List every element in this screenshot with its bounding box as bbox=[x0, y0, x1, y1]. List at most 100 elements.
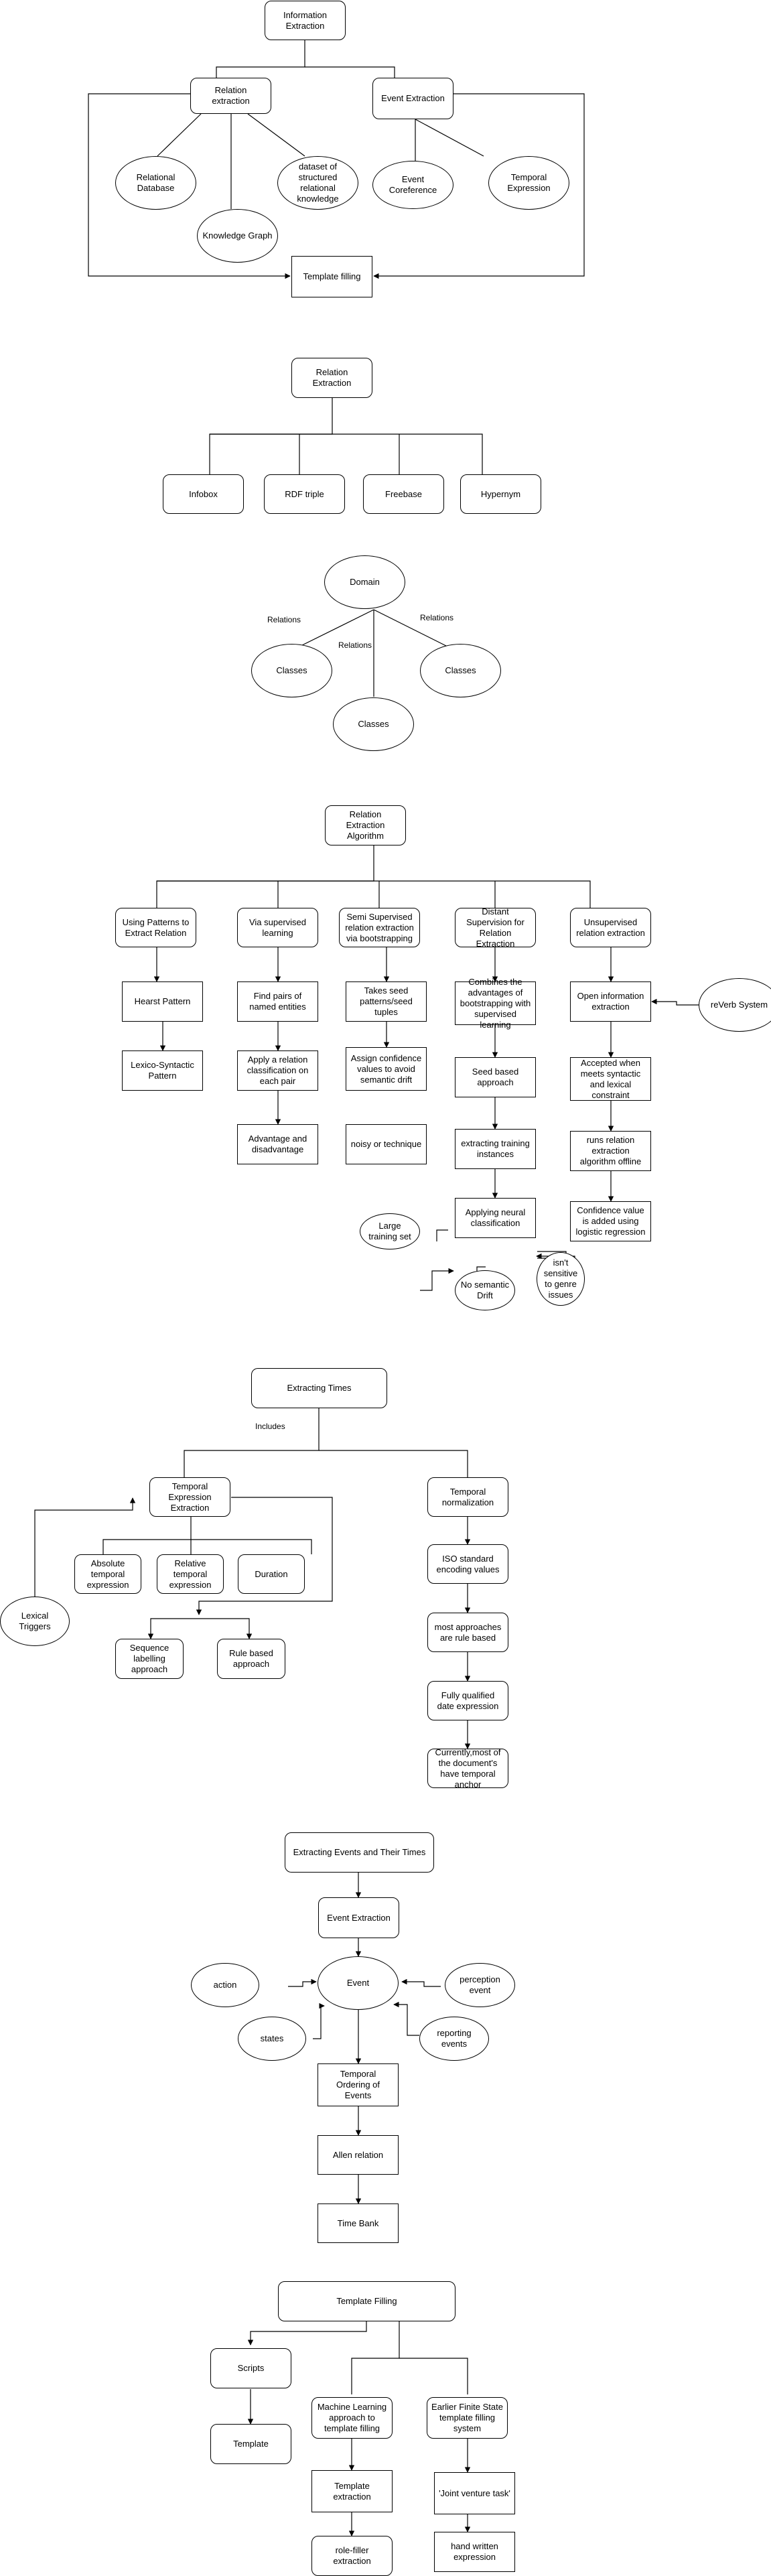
node-ml-approach[interactable]: Machine Learning approach to template fi… bbox=[311, 2397, 393, 2439]
edge-label-includes: Includes bbox=[255, 1422, 285, 1431]
node-extracting-events[interactable]: Extracting Events and Their Times bbox=[285, 1832, 434, 1873]
node-classes-right[interactable]: Classes bbox=[420, 644, 501, 697]
connector bbox=[305, 66, 395, 78]
node-extracting-times[interactable]: Extracting Times bbox=[251, 1368, 387, 1408]
connector bbox=[156, 845, 374, 908]
node-relation-extraction[interactable]: Relation extraction bbox=[190, 78, 271, 114]
node-supervised[interactable]: Via supervised learning bbox=[237, 908, 318, 947]
node-seed-based[interactable]: Seed based approach bbox=[455, 1057, 536, 1097]
node-sequence-labelling[interactable]: Sequence labelling approach bbox=[115, 1639, 184, 1679]
node-absolute-temporal[interactable]: Absolute temporal expression bbox=[74, 1554, 141, 1594]
node-knowledge-graph[interactable]: Knowledge Graph bbox=[197, 209, 278, 263]
node-temporal-expression-extraction[interactable]: Temporal Expression Extraction bbox=[149, 1477, 230, 1517]
node-temporal-expression[interactable]: Temporal Expression bbox=[488, 156, 569, 210]
node-iso-standard[interactable]: ISO standard encoding values bbox=[427, 1544, 508, 1584]
connector bbox=[88, 93, 291, 279]
connector bbox=[199, 1618, 253, 1639]
node-reverb-system[interactable]: reVerb System bbox=[699, 978, 771, 1032]
node-hearst-pattern[interactable]: Hearst Pattern bbox=[122, 981, 203, 1022]
node-find-pairs[interactable]: Find pairs of named entities bbox=[237, 981, 318, 1022]
edge-label-relations-right: Relations bbox=[420, 613, 454, 622]
node-open-ie[interactable]: Open information extraction bbox=[570, 981, 651, 1022]
node-rdf-triple[interactable]: RDF triple bbox=[264, 474, 345, 514]
node-advantage[interactable]: Advantage and disadvantage bbox=[237, 1124, 318, 1164]
connector bbox=[399, 2358, 468, 2394]
node-combines[interactable]: Combines the advantages of bootstrapping… bbox=[455, 977, 536, 1030]
node-domain[interactable]: Domain bbox=[324, 555, 405, 609]
node-temporal-normalization[interactable]: Temporal normalization bbox=[427, 1477, 508, 1517]
node-confidence-values[interactable]: Assign confidence values to avoid semant… bbox=[346, 1047, 427, 1091]
connector bbox=[297, 609, 374, 648]
connector bbox=[393, 2001, 419, 2036]
connector bbox=[209, 398, 333, 474]
node-allen-relation[interactable]: Allen relation bbox=[318, 2135, 399, 2175]
node-large-training[interactable]: Large training set bbox=[360, 1213, 420, 1249]
connector bbox=[147, 1618, 199, 1639]
node-event-extraction-2[interactable]: Event Extraction bbox=[318, 1897, 399, 1938]
connector bbox=[247, 2321, 367, 2346]
connector bbox=[184, 1408, 320, 1477]
connector bbox=[351, 2321, 400, 2394]
node-runs-offline[interactable]: runs relation extraction algorithm offli… bbox=[570, 1131, 651, 1171]
connector bbox=[157, 880, 591, 908]
node-no-drift[interactable]: No semantic Drift bbox=[455, 1270, 515, 1310]
node-relative-temporal[interactable]: Relative temporal expression bbox=[157, 1554, 224, 1594]
node-reporting-events[interactable]: reporting events bbox=[419, 2017, 489, 2061]
node-structured-dataset[interactable]: dataset of structured relational knowled… bbox=[277, 156, 358, 210]
node-most-rule-based[interactable]: most approaches are rule based bbox=[427, 1613, 508, 1652]
node-relation-extraction-algorithm[interactable]: Relation Extraction Algorithm bbox=[325, 805, 406, 845]
node-role-filler[interactable]: role-filler extraction bbox=[311, 2536, 393, 2576]
node-event[interactable]: Event bbox=[318, 1956, 399, 2010]
node-information-extraction[interactable]: Information Extraction bbox=[265, 1, 346, 40]
node-temporal-anchor[interactable]: Currently,most of the document's have te… bbox=[427, 1747, 508, 1789]
node-finite-state[interactable]: Earlier Finite State template filling sy… bbox=[427, 2397, 508, 2439]
node-action[interactable]: action bbox=[191, 1963, 259, 2007]
node-genre[interactable]: isn't sensitive to genre issues bbox=[537, 1252, 585, 1306]
node-template-filling-2[interactable]: Template Filling bbox=[278, 2281, 455, 2321]
node-lexico-syntactic[interactable]: Lexico-Syntactic Pattern bbox=[122, 1050, 203, 1091]
connector bbox=[373, 93, 585, 279]
node-classes-bottom[interactable]: Classes bbox=[333, 697, 414, 751]
node-time-bank[interactable]: Time Bank bbox=[318, 2204, 399, 2243]
node-template[interactable]: Template bbox=[210, 2424, 291, 2464]
edge-label-relations-left: Relations bbox=[267, 615, 301, 624]
node-template-filling[interactable]: Template filling bbox=[291, 256, 372, 297]
connector bbox=[415, 119, 484, 157]
node-joint-venture[interactable]: 'Joint venture task' bbox=[434, 2472, 515, 2514]
connector bbox=[373, 609, 449, 648]
connector bbox=[216, 40, 305, 78]
node-noisy[interactable]: noisy or technique bbox=[346, 1124, 427, 1164]
node-scripts[interactable]: Scripts bbox=[210, 2348, 291, 2388]
node-duration[interactable]: Duration bbox=[238, 1554, 305, 1594]
node-unsupervised[interactable]: Unsupervised relation extraction bbox=[570, 908, 651, 947]
node-template-extraction[interactable]: Template extraction bbox=[311, 2470, 393, 2512]
node-apply-classification[interactable]: Apply a relation classification on each … bbox=[237, 1050, 318, 1091]
connector bbox=[319, 1450, 468, 1477]
connector bbox=[34, 1497, 136, 1597]
node-classes-left[interactable]: Classes bbox=[251, 644, 332, 697]
node-confidence-logistic[interactable]: Confidence value is added using logistic… bbox=[570, 1201, 651, 1241]
connector bbox=[247, 113, 305, 157]
node-infobox[interactable]: Infobox bbox=[163, 474, 244, 514]
node-extracting-training[interactable]: extracting training instances bbox=[455, 1129, 536, 1169]
node-fully-qualified[interactable]: Fully qualified date expression bbox=[427, 1681, 508, 1720]
node-event-coreference[interactable]: Event Coreference bbox=[372, 161, 453, 209]
node-neural-classification[interactable]: Applying neural classification bbox=[455, 1198, 536, 1238]
node-freebase[interactable]: Freebase bbox=[363, 474, 444, 514]
node-event-extraction[interactable]: Event Extraction bbox=[372, 78, 453, 119]
node-distant-supervision[interactable]: Distant Supervision for Relation Extract… bbox=[455, 906, 536, 949]
node-temporal-ordering[interactable]: Temporal Ordering of Events bbox=[318, 2063, 399, 2106]
connector bbox=[313, 2003, 325, 2039]
node-using-patterns[interactable]: Using Patterns to Extract Relation bbox=[115, 908, 196, 947]
node-lexical-triggers[interactable]: Lexical Triggers bbox=[0, 1597, 70, 1646]
node-semi-supervised[interactable]: Semi Supervised relation extraction via … bbox=[339, 908, 420, 947]
node-accepted[interactable]: Accepted when meets syntactic and lexica… bbox=[570, 1057, 651, 1101]
node-hand-written[interactable]: hand written expression bbox=[434, 2532, 515, 2572]
node-seed-tuples[interactable]: Takes seed patterns/seed tuples bbox=[346, 981, 427, 1022]
node-states[interactable]: states bbox=[238, 2017, 306, 2061]
node-hypernym[interactable]: Hypernym bbox=[460, 474, 541, 514]
node-relational-database[interactable]: Relational Database bbox=[115, 156, 196, 210]
node-perception-event[interactable]: perception event bbox=[445, 1963, 515, 2007]
node-relation-extraction-2[interactable]: Relation Extraction bbox=[291, 358, 372, 398]
node-rule-based[interactable]: Rule based approach bbox=[217, 1639, 285, 1679]
